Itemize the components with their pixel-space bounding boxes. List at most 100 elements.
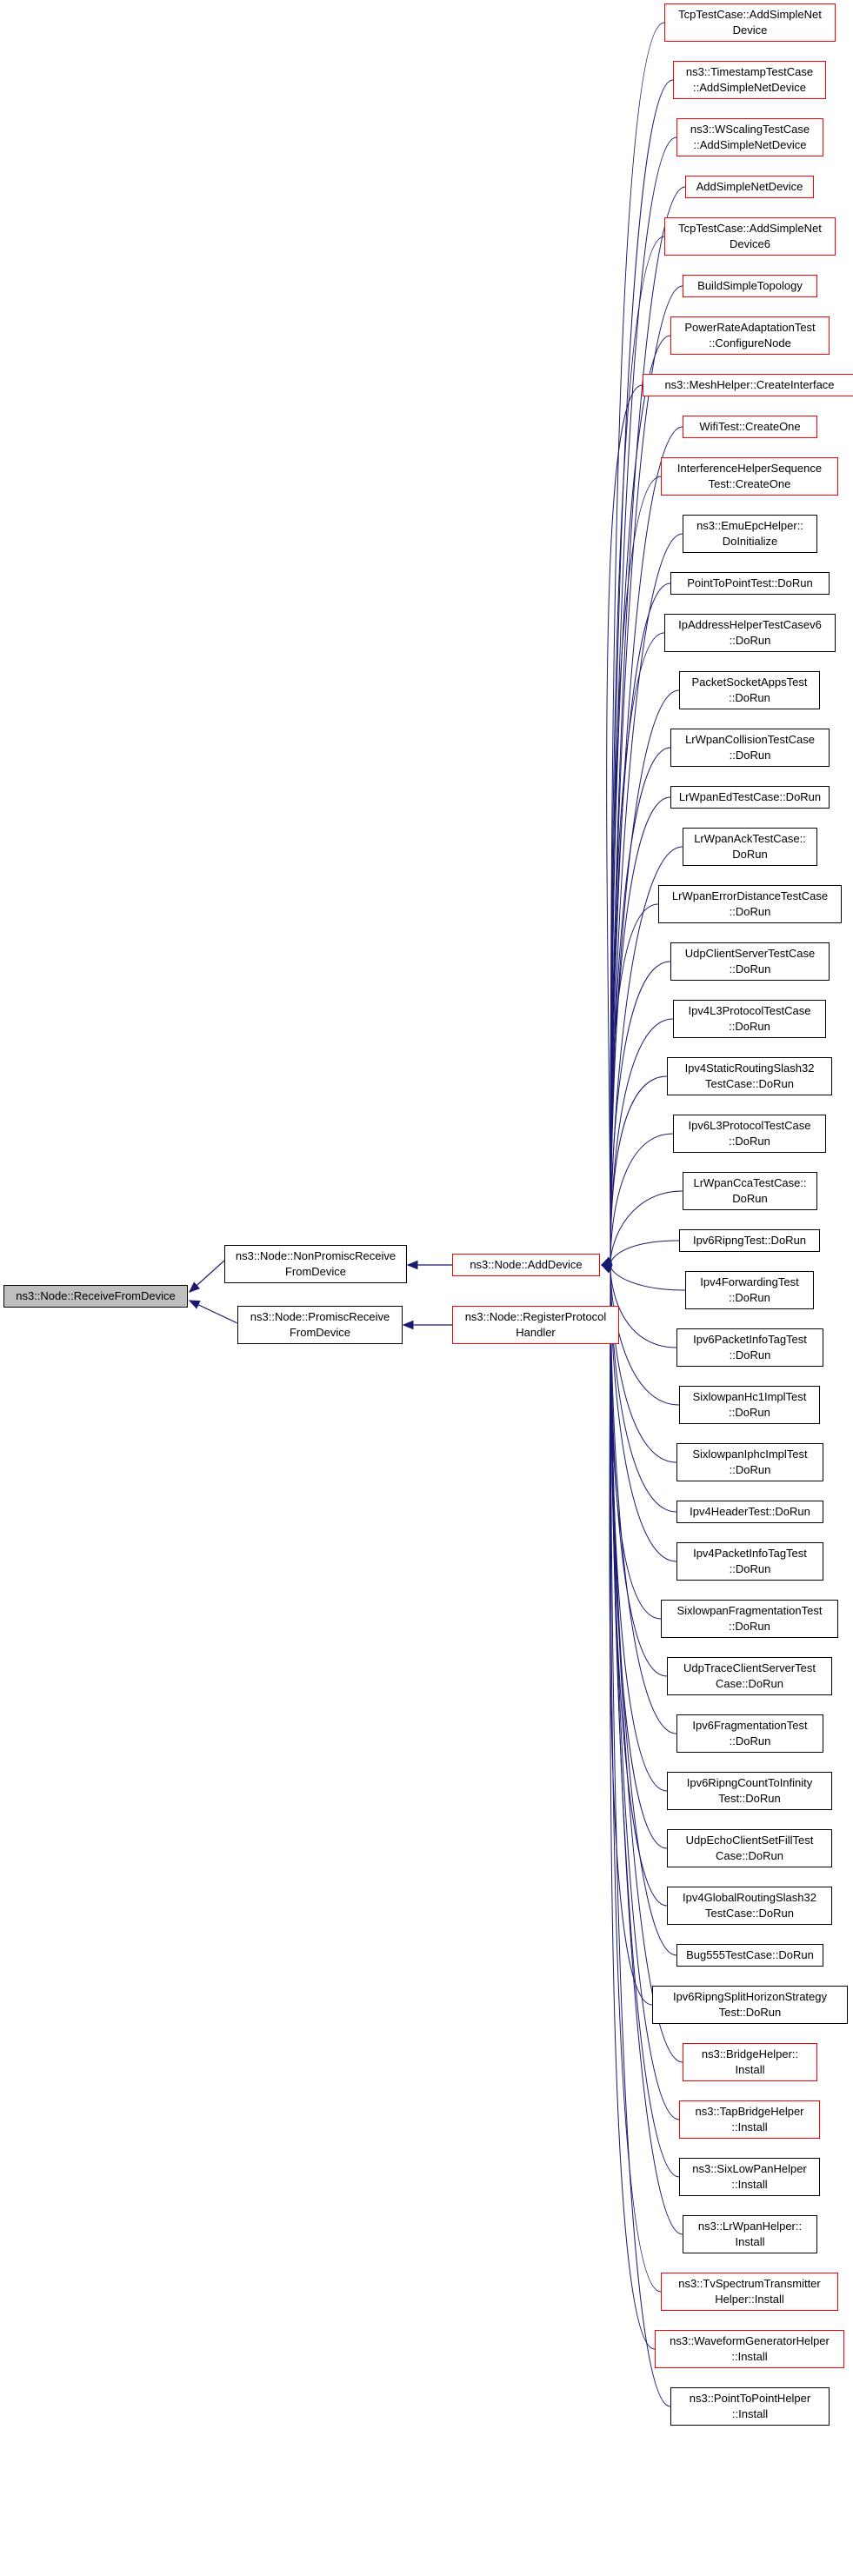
caller-node[interactable]: ns3::EmuEpcHelper::DoInitialize — [683, 515, 817, 553]
caller-node[interactable]: ns3::PointToPointHelper::Install — [670, 2387, 830, 2426]
node-label-line: PointToPointTest::DoRun — [687, 576, 813, 589]
call-edge — [610, 1266, 680, 1406]
caller-node[interactable]: ns3::TapBridgeHelper::Install — [679, 2100, 820, 2139]
caller-node[interactable]: Ipv4ForwardingTest::DoRun — [685, 1271, 814, 1309]
caller-node[interactable]: ns3::TimestampTestCase::AddSimpleNetDevi… — [673, 61, 826, 99]
caller-node[interactable]: Bug555TestCase::DoRun — [676, 1944, 823, 1967]
caller-node[interactable]: Ipv6RipngTest::DoRun — [679, 1229, 820, 1252]
call-edge — [610, 903, 659, 1261]
node-label-line: LrWpanCcaTestCase:: — [693, 1176, 807, 1189]
node-label-line: Test::DoRun — [718, 2006, 782, 2019]
caller-node[interactable]: UdpClientServerTestCase::DoRun — [670, 942, 830, 981]
caller-node[interactable]: SixlowpanHc1ImplTest::DoRun — [679, 1386, 820, 1424]
caller-node[interactable]: IpAddressHelperTestCasev6::DoRun — [664, 614, 836, 652]
call-edge — [610, 796, 671, 1261]
caller-node[interactable]: Ipv6FragmentationTest::DoRun — [676, 1714, 823, 1753]
node-label-line: Ipv4ForwardingTest — [700, 1275, 799, 1288]
caller-node[interactable]: LrWpanEdTestCase::DoRun — [670, 786, 830, 809]
caller-node[interactable]: Ipv4L3ProtocolTestCase::DoRun — [673, 1000, 826, 1038]
node-label-line: Bug555TestCase::DoRun — [686, 1948, 814, 1961]
call-edge — [610, 747, 671, 1261]
node-label-line: Helper::Install — [715, 2293, 784, 2306]
caller-node[interactable]: LrWpanCcaTestCase::DoRun — [683, 1172, 817, 1210]
node-label-line: ::DoRun — [729, 1734, 771, 1747]
call-edge — [610, 1276, 671, 2407]
caller-node[interactable]: Ipv6PacketInfoTagTest::DoRun — [676, 1328, 823, 1367]
caller-node[interactable]: LrWpanErrorDistanceTestCase::DoRun — [658, 885, 842, 923]
node-label-line: ns3::Node::NonPromiscReceive — [235, 1249, 397, 1262]
node-label-line: Install — [735, 2063, 765, 2076]
caller-node[interactable]: SixlowpanFragmentationTest::DoRun — [661, 1600, 838, 1638]
caller-node[interactable]: PointToPointTest::DoRun — [670, 572, 830, 595]
node-register-protocol-handler[interactable]: ns3::Node::RegisterProtocol Handler — [452, 1306, 619, 1344]
node-add-device[interactable]: ns3::Node::AddDevice — [452, 1254, 600, 1276]
node-label-line: ns3::Node::AddDevice — [470, 1258, 583, 1271]
node-label-line: Test::DoRun — [718, 1792, 781, 1805]
node-label-line: ns3::Node::RegisterProtocol — [464, 1310, 607, 1323]
node-nonpromisc-receive-from-device[interactable]: ns3::Node::NonPromiscReceive FromDevice — [224, 1245, 407, 1283]
node-label-line: Ipv4StaticRoutingSlash32 — [684, 1062, 815, 1075]
node-label-line: PowerRateAdaptationTest — [684, 321, 816, 334]
node-label-line: ns3::LrWpanHelper:: — [697, 2220, 803, 2233]
caller-node[interactable]: LrWpanCollisionTestCase::DoRun — [670, 729, 830, 767]
caller-node[interactable]: ns3::BridgeHelper::Install — [683, 2043, 817, 2081]
caller-node[interactable]: PacketSocketAppsTest::DoRun — [679, 671, 820, 709]
node-promisc-receive-from-device[interactable]: ns3::Node::PromiscReceive FromDevice — [237, 1306, 403, 1344]
node-label-line: ::DoRun — [729, 691, 770, 704]
arrowhead — [189, 1281, 201, 1293]
node-label-line: ns3::Node::ReceiveFromDevice — [16, 1289, 176, 1302]
node-label-line: ::DoRun — [729, 1020, 770, 1033]
call-edge — [610, 476, 662, 1257]
node-label-line: Ipv6RipngSplitHorizonStrategy — [672, 1990, 828, 2003]
node-label-line: IpAddressHelperTestCasev6 — [678, 618, 822, 631]
node-label-line: ::DoRun — [729, 1463, 771, 1476]
caller-node[interactable]: Ipv4HeaderTest::DoRun — [676, 1501, 823, 1523]
caller-node[interactable]: ns3::MeshHelper::CreateInterface — [643, 374, 853, 396]
call-edge — [610, 1133, 674, 1264]
caller-node[interactable]: Ipv6L3ProtocolTestCase::DoRun — [673, 1115, 826, 1153]
caller-node[interactable]: Ipv4PacketInfoTagTest::DoRun — [676, 1542, 823, 1581]
node-label-line: Ipv4PacketInfoTagTest — [693, 1547, 807, 1560]
node-label-line: Ipv6FragmentationTest — [692, 1719, 808, 1732]
node-label-line: ::DoRun — [729, 1562, 771, 1575]
call-edge — [610, 1275, 656, 2350]
arrowhead — [188, 1300, 201, 1309]
arrowhead — [600, 1260, 612, 1270]
node-label-line: ::DoRun — [729, 962, 771, 975]
caller-node[interactable]: SixlowpanIphcImplTest::DoRun — [676, 1443, 823, 1481]
node-label-line: DoRun — [732, 1192, 768, 1205]
caller-node[interactable]: ns3::WScalingTestCase::AddSimpleNetDevic… — [676, 118, 823, 156]
caller-node[interactable]: LrWpanAckTestCase::DoRun — [683, 828, 817, 866]
node-label-line: Ipv6RipngCountToInfinity — [686, 1776, 813, 1789]
node-label-line: ns3::BridgeHelper:: — [701, 2047, 799, 2060]
caller-node[interactable]: PowerRateAdaptationTest::ConfigureNode — [670, 316, 830, 355]
call-edge — [610, 285, 683, 1255]
node-label-line: ::Install — [731, 2350, 768, 2363]
caller-node[interactable]: AddSimpleNetDevice — [685, 176, 814, 198]
caller-node[interactable]: WifiTest::CreateOne — [683, 416, 817, 438]
node-label-line: ::DoRun — [729, 1620, 770, 1633]
call-edge — [610, 1075, 668, 1263]
node-label-line: ns3::TvSpectrumTransmitter — [678, 2277, 821, 2290]
caller-node[interactable]: ns3::LrWpanHelper::Install — [683, 2215, 817, 2253]
caller-node[interactable]: ns3::WaveformGeneratorHelper::Install — [655, 2330, 844, 2368]
node-label-line: Test::CreateOne — [708, 477, 791, 490]
node-label-line: ns3::WaveformGeneratorHelper — [670, 2334, 830, 2347]
node-label-line: LrWpanEdTestCase::DoRun — [678, 790, 822, 803]
node-receive-from-device: ns3::Node::ReceiveFromDevice — [3, 1285, 188, 1308]
caller-node[interactable]: ns3::SixLowPanHelper::Install — [679, 2158, 820, 2196]
call-edge — [610, 961, 671, 1262]
call-edge — [610, 1267, 677, 1463]
node-label-line: TcpTestCase::AddSimpleNet — [678, 8, 822, 21]
caller-node[interactable]: BuildSimpleTopology — [683, 275, 817, 297]
